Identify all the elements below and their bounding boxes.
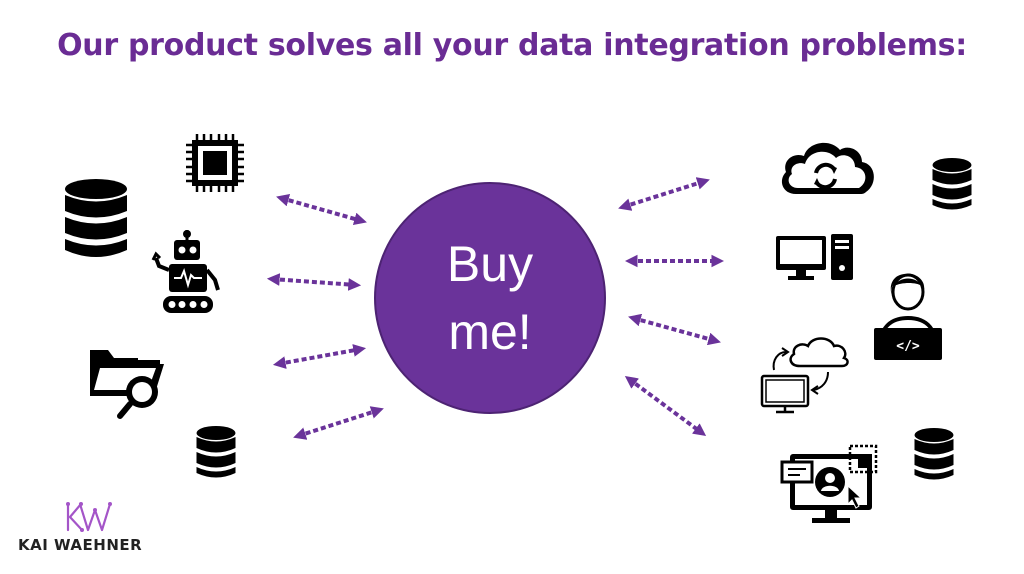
center-label: Buy me! — [446, 236, 534, 360]
arrow-left-2 — [266, 273, 362, 291]
desktop-computer-icon — [776, 234, 853, 280]
buy-me-circle: Buy me! — [374, 182, 606, 414]
developer-icon: </> — [874, 273, 942, 360]
arrow-left-3 — [272, 344, 367, 369]
cpu-chip-icon — [186, 134, 244, 192]
database-icon — [914, 428, 954, 480]
arrow-right-1 — [618, 177, 710, 211]
robot-icon — [151, 230, 220, 313]
cloud-transfer-icon — [760, 337, 849, 414]
arrow-left-1 — [276, 193, 367, 226]
logo-monogram: KW — [87, 535, 89, 536]
svg-text:</>: </> — [896, 339, 920, 354]
page-title: Our product solves all your data integra… — [57, 28, 967, 63]
database-icon — [65, 179, 127, 257]
web-interface-icon — [780, 444, 878, 523]
database-icon — [196, 426, 236, 478]
database-icon — [932, 158, 972, 210]
folder-search-icon — [90, 350, 164, 419]
cloud-sync-icon — [781, 142, 874, 194]
arrow-left-4 — [293, 406, 384, 440]
kai-waehner-logo: KW — [66, 502, 112, 536]
arrow-right-4 — [624, 375, 707, 437]
arrow-right-3 — [628, 313, 721, 346]
logo-name: KAI WAEHNER — [18, 536, 143, 554]
